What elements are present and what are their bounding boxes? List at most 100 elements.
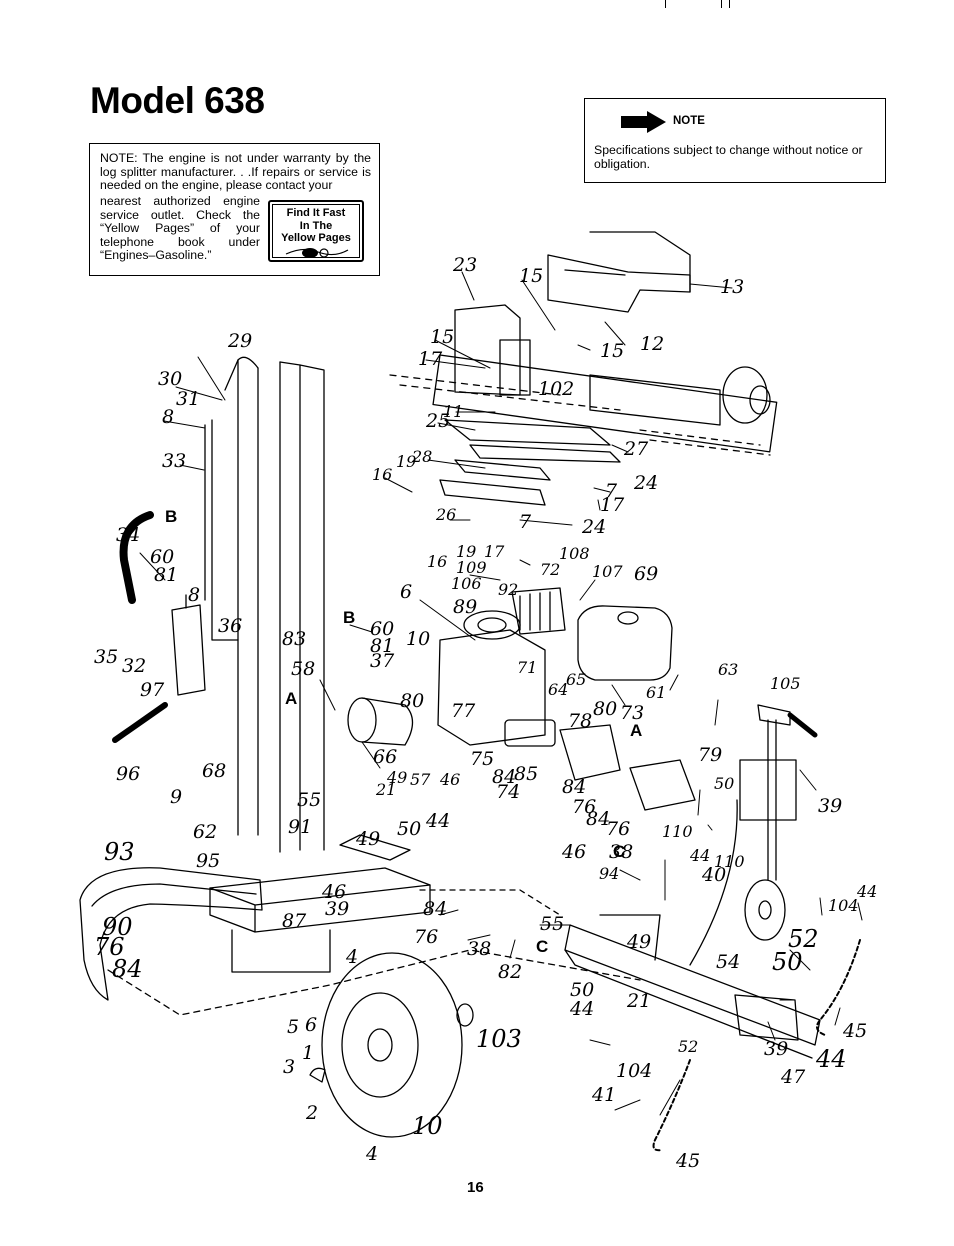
engine (437, 587, 566, 746)
callout: 49 (356, 828, 381, 850)
callout: 84 (492, 766, 517, 788)
callout: 15 (430, 326, 455, 348)
specification-note: NOTE Specifications subject to change wi… (584, 98, 886, 183)
callout: 106 (451, 574, 482, 593)
callout: 10 (406, 628, 431, 650)
callout: 83 (282, 628, 307, 650)
callout: 103 (476, 1025, 522, 1053)
callout: 21 (627, 990, 652, 1012)
callout: 38 (609, 841, 634, 863)
wheel (309, 952, 474, 1138)
callout: 41 (592, 1084, 617, 1106)
callout: 71 (517, 658, 538, 677)
top-tick-mark (665, 0, 666, 8)
callout: 10 (412, 1112, 443, 1140)
callout: 95 (196, 850, 221, 872)
note-heading: NOTE (673, 115, 705, 127)
callout: 93 (104, 838, 135, 866)
callout: 55 (540, 913, 565, 935)
reference-letter: C (536, 937, 549, 956)
dashed-outline (107, 949, 641, 1016)
callout: 4 (346, 946, 359, 968)
callout: 73 (620, 702, 645, 724)
badge-line-1: Find It Fast (286, 207, 346, 219)
callout: 89 (453, 596, 478, 618)
callout: 31 (176, 388, 201, 410)
callout: 69 (634, 563, 659, 585)
callout: 7 (519, 511, 532, 533)
callout: 54 (716, 951, 741, 973)
callout: 32 (122, 655, 147, 677)
callout: 94 (599, 864, 620, 883)
hydraulic-cylinder (389, 354, 778, 456)
fender (79, 867, 263, 1001)
callout: 68 (202, 760, 227, 782)
top-tick-mark (721, 0, 722, 8)
callout: 80 (593, 698, 618, 720)
callout: 81 (154, 564, 179, 586)
callout: 6 (400, 581, 413, 603)
page-number: 16 (467, 1179, 484, 1196)
callout: 23 (453, 254, 478, 276)
callout: 92 (498, 580, 519, 599)
splitter-beam (211, 356, 325, 853)
callout: 39 (764, 1038, 789, 1060)
callout: 7 (605, 480, 618, 502)
callout: 21 (376, 780, 397, 799)
fuel-tank (577, 605, 673, 681)
callout: 85 (514, 763, 539, 785)
callout: 44 (816, 1045, 847, 1073)
engine-note-text: NOTE: The engine is not under warranty b… (100, 151, 371, 193)
callout: 44 (570, 998, 595, 1020)
reference-letter: B (343, 608, 356, 627)
reference-letter: B (165, 507, 178, 526)
callout: 82 (498, 961, 523, 983)
callout: 46 (440, 770, 461, 789)
hydraulic-hose (119, 424, 206, 604)
callout: 52 (788, 925, 819, 953)
wedge-assembly (439, 304, 621, 506)
callout: 26 (436, 505, 457, 524)
callout: 30 (158, 368, 183, 390)
callout: 15 (519, 265, 544, 287)
callout: 13 (720, 276, 745, 298)
reference-letter: A (630, 721, 643, 740)
callout: 80 (400, 690, 425, 712)
callout: 46 (562, 841, 587, 863)
callout: 104 (616, 1060, 653, 1082)
reference-letter: C (613, 842, 626, 861)
callout: 102 (538, 378, 575, 400)
badge-line-2: In The (299, 219, 333, 232)
callout: 36 (218, 615, 243, 637)
callout: 109 (456, 558, 487, 577)
callout: 16 (372, 465, 393, 484)
callout: 5 (287, 1016, 300, 1038)
callout: 97 (140, 679, 165, 701)
engine-note-text-wrap: nearest authorized engine service outlet… (100, 194, 260, 263)
callout: 40 (702, 864, 727, 886)
callout: 77 (451, 700, 476, 722)
tow-tongue (564, 914, 821, 1059)
callout: 105 (770, 674, 801, 693)
callout: 50 (570, 979, 595, 1001)
callout: 11 (443, 402, 464, 421)
callout: 8 (162, 406, 175, 428)
callout: 58 (291, 658, 316, 680)
note-body: Specifications subject to change without… (594, 143, 863, 171)
callout: 6 (305, 1014, 318, 1036)
callout: 9 (170, 786, 183, 808)
cylinder-bracket (547, 231, 691, 313)
callout: 8 (188, 584, 201, 606)
callout: 66 (373, 746, 398, 768)
callout: 50 (772, 948, 803, 976)
callout: 37 (370, 650, 395, 672)
callout: 45 (843, 1020, 868, 1042)
hose-line (689, 799, 738, 966)
callout: 87 (282, 910, 307, 932)
control-valve (112, 594, 206, 743)
callout: 75 (470, 748, 495, 770)
arrow-right-icon (621, 111, 666, 133)
callout: 35 (94, 646, 119, 668)
callout: 44 (426, 810, 451, 832)
callout: 44 (857, 882, 878, 901)
